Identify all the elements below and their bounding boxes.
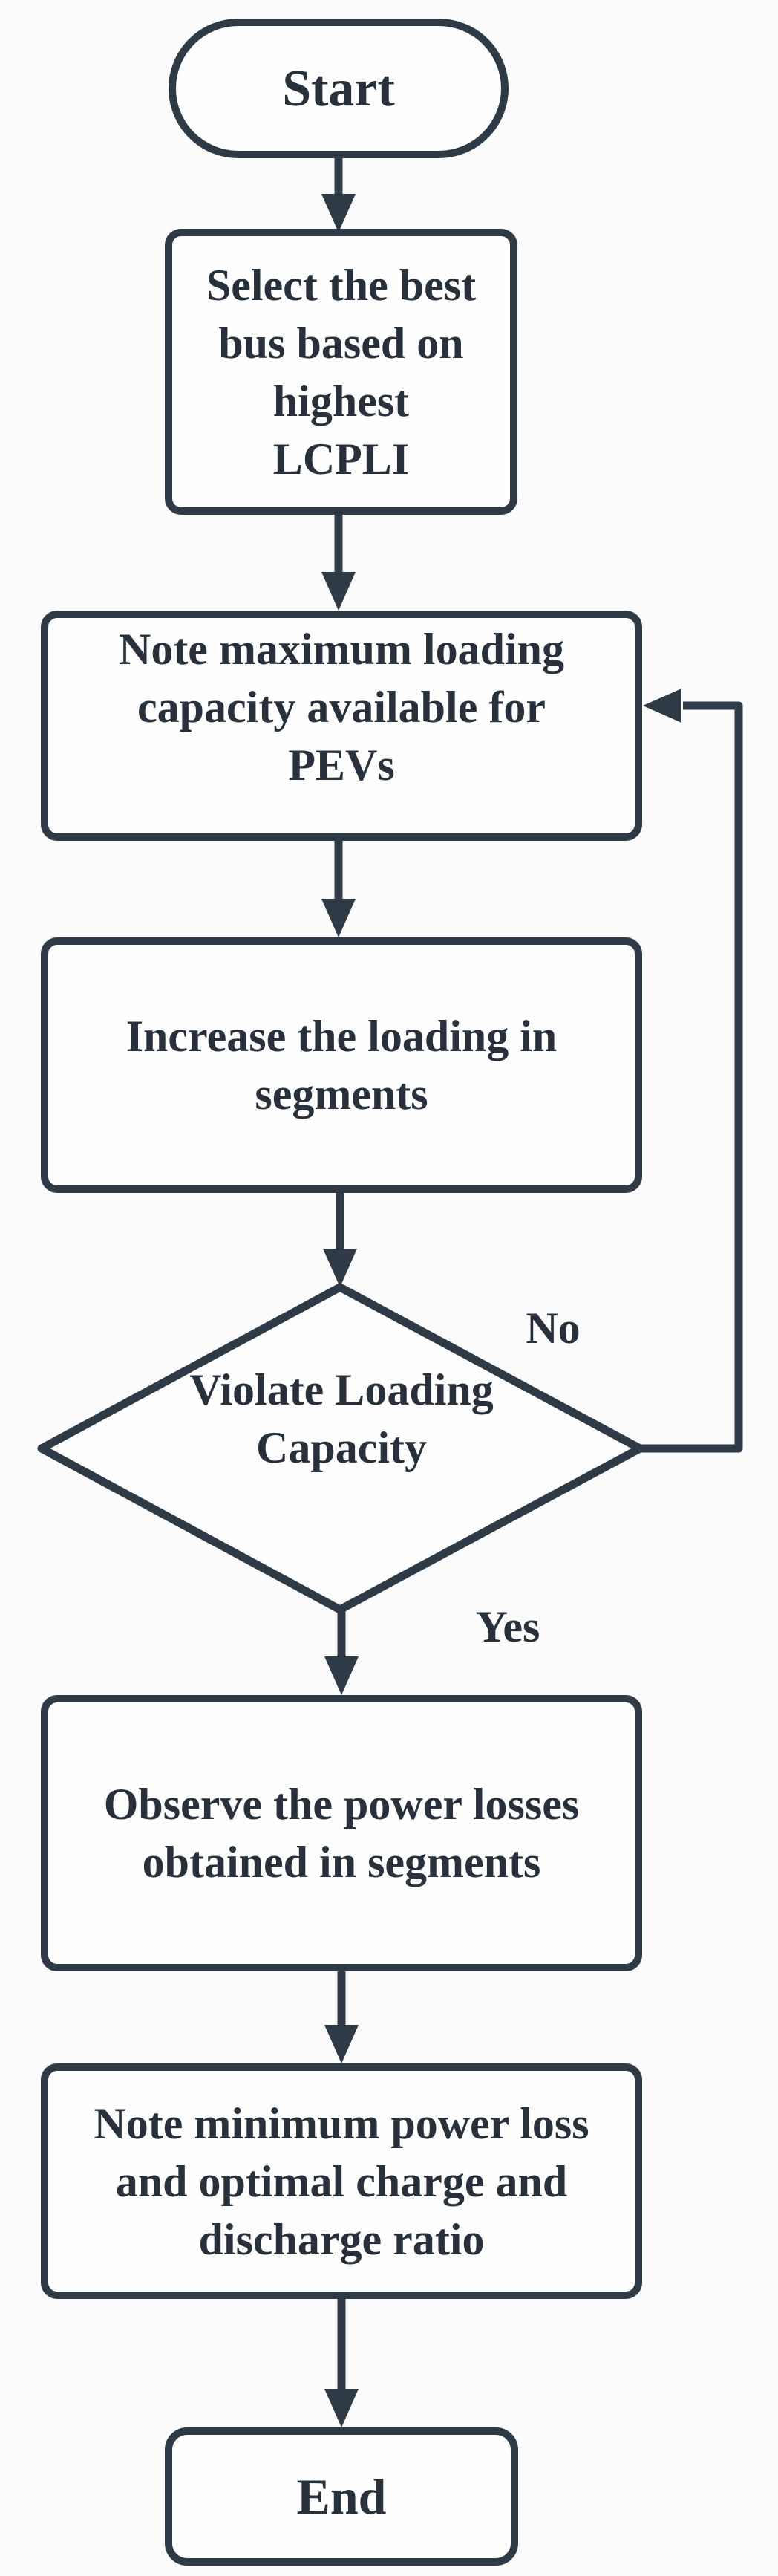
node-increase-loading: Increase the loading in segments <box>41 937 642 1193</box>
arrowhead-down-icon <box>321 899 356 937</box>
edge-no-feedback-loop <box>640 701 743 1453</box>
node-note-min-loss: Note minimum power loss and optimal char… <box>41 2063 642 2299</box>
edge-label-no: No <box>526 1303 581 1353</box>
node-select-bus: Select the best bus based on highest LCP… <box>165 229 517 515</box>
node-observe-losses: Observe the power losses obtained in seg… <box>41 1695 642 1971</box>
arrowhead-left-icon <box>643 689 681 723</box>
node-decision-violate-loading-capacity: Violate Loading Capacity <box>189 1365 494 1472</box>
arrowhead-down-icon <box>324 1656 359 1695</box>
arrowhead-down-icon <box>323 1249 357 1287</box>
node-note-max-loading: Note maximum loading capacity available … <box>41 611 642 841</box>
arrowhead-down-icon <box>324 2025 359 2063</box>
arrowhead-down-icon <box>324 2389 359 2427</box>
arrowhead-down-icon <box>321 572 356 611</box>
node-start: Start <box>169 19 509 158</box>
edge-label-yes: Yes <box>475 1601 540 1651</box>
node-end: End <box>165 2427 518 2566</box>
arrowhead-down-icon <box>321 194 356 232</box>
